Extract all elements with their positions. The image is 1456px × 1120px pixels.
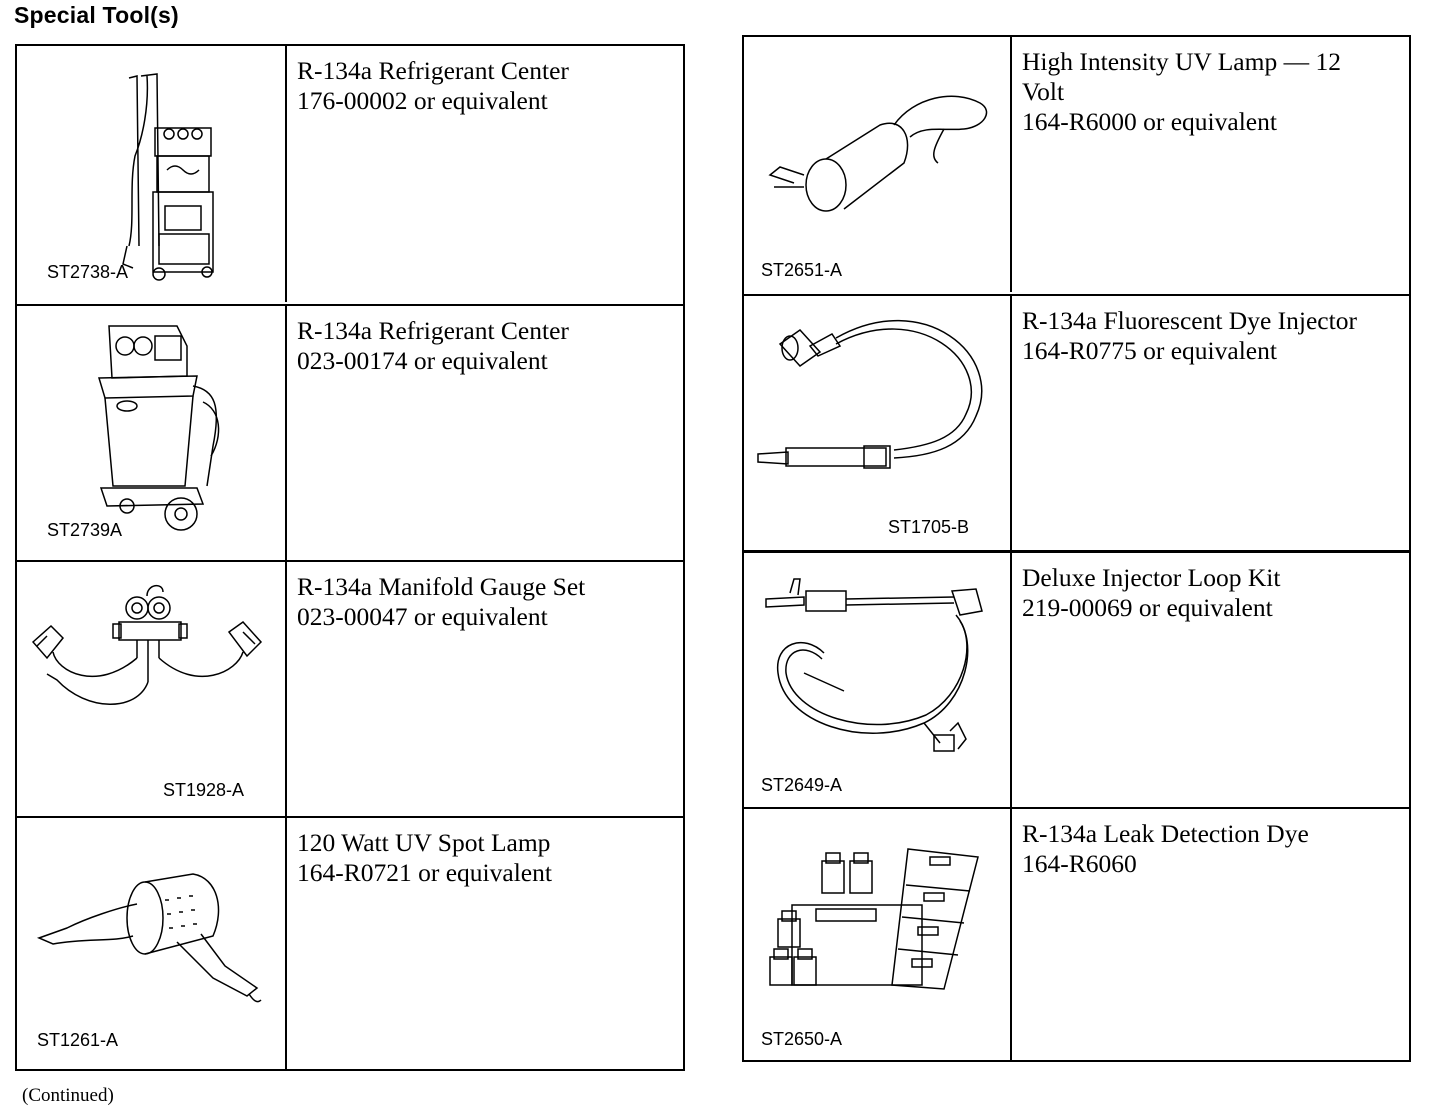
tool-code: ST2739A — [47, 520, 123, 540]
tool-code: ST1705-B — [888, 517, 970, 537]
refrigerant-center-cart-image — [17, 46, 285, 302]
manifold-gauge-set-image — [17, 562, 285, 816]
tool-description: Deluxe Injector Loop Kit 219-00069 or eq… — [1012, 553, 1290, 807]
leak-detection-dye-kit-image — [744, 809, 1010, 1060]
tool-number: 164-R6060 — [1022, 849, 1137, 878]
tool-row: ST2649-A Deluxe Injector Loop Kit 219-00… — [744, 550, 1409, 807]
tool-illustration-cell: ST2650-A — [744, 809, 1012, 1060]
tool-name-cont: Volt — [1022, 77, 1065, 106]
tool-number: 023-00174 or equivalent — [297, 346, 548, 375]
uv-lamp-12v-image — [744, 37, 1010, 292]
tool-row: ST2738-A R-134a Refrigerant Center 176-0… — [17, 46, 683, 304]
continued-note: (Continued) — [22, 1085, 114, 1106]
tool-name: High Intensity UV Lamp — 12 — [1022, 47, 1341, 76]
tools-table-right: ST2651-A High Intensity UV Lamp — 12 Vol… — [742, 35, 1411, 1062]
tool-number: 164-R6000 or equivalent — [1022, 107, 1277, 136]
tool-description: R-134a Leak Detection Dye 164-R6060 — [1012, 809, 1319, 1060]
tool-name: R-134a Refrigerant Center — [297, 56, 569, 85]
tool-description: High Intensity UV Lamp — 12 Volt 164-R60… — [1012, 37, 1351, 294]
injector-loop-kit-image — [744, 553, 1010, 807]
page-title: Special Tool(s) — [14, 2, 179, 28]
tool-illustration-cell: ST1261-A — [17, 818, 287, 1069]
tool-number: 219-00069 or equivalent — [1022, 593, 1273, 622]
refrigerant-center-cabinet-image — [17, 306, 285, 560]
tool-code: ST2650-A — [761, 1029, 843, 1049]
tool-number: 023-00047 or equivalent — [297, 602, 548, 631]
tool-description: 120 Watt UV Spot Lamp 164-R0721 or equiv… — [287, 818, 562, 1069]
tool-row: ST1928-A R-134a Manifold Gauge Set 023-0… — [17, 560, 683, 816]
tool-code: ST2649-A — [761, 775, 843, 795]
dye-injector-image — [744, 296, 1010, 550]
tool-description: R-134a Refrigerant Center 176-00002 or e… — [287, 46, 579, 304]
uv-spot-lamp-image — [17, 818, 285, 1069]
tool-name: R-134a Manifold Gauge Set — [297, 572, 586, 601]
tool-description: R-134a Fluorescent Dye Injector 164-R077… — [1012, 296, 1367, 550]
tool-row: ST2650-A R-134a Leak Detection Dye 164-R… — [744, 807, 1409, 1060]
tool-illustration-cell: ST2739A — [17, 306, 287, 560]
tool-name: 120 Watt UV Spot Lamp — [297, 828, 551, 857]
tool-row: ST1705-B R-134a Fluorescent Dye Injector… — [744, 294, 1409, 550]
tool-illustration-cell: ST2738-A — [17, 46, 287, 302]
tool-illustration-cell: ST2651-A — [744, 37, 1012, 292]
tools-table-left: ST2738-A R-134a Refrigerant Center 176-0… — [15, 44, 685, 1071]
tool-code: ST1928-A — [163, 780, 245, 800]
tool-code: ST2651-A — [761, 260, 843, 280]
tool-number: 176-00002 or equivalent — [297, 86, 548, 115]
tool-row: ST2651-A High Intensity UV Lamp — 12 Vol… — [744, 37, 1409, 294]
tool-name: Deluxe Injector Loop Kit — [1022, 563, 1281, 592]
tool-row: ST2739A R-134a Refrigerant Center 023-00… — [17, 304, 683, 560]
tool-number: 164-R0775 or equivalent — [1022, 336, 1277, 365]
tool-row: ST1261-A 120 Watt UV Spot Lamp 164-R0721… — [17, 816, 683, 1069]
tool-code: ST2738-A — [47, 262, 129, 282]
tool-name: R-134a Fluorescent Dye Injector — [1022, 306, 1357, 335]
tool-illustration-cell: ST1928-A — [17, 562, 287, 816]
tool-description: R-134a Refrigerant Center 023-00174 or e… — [287, 306, 579, 560]
tool-illustration-cell: ST1705-B — [744, 296, 1012, 550]
tool-name: R-134a Refrigerant Center — [297, 316, 569, 345]
tool-illustration-cell: ST2649-A — [744, 553, 1012, 807]
tool-code: ST1261-A — [37, 1030, 119, 1050]
tool-description: R-134a Manifold Gauge Set 023-00047 or e… — [287, 562, 595, 816]
tool-number: 164-R0721 or equivalent — [297, 858, 552, 887]
tool-name: R-134a Leak Detection Dye — [1022, 819, 1309, 848]
